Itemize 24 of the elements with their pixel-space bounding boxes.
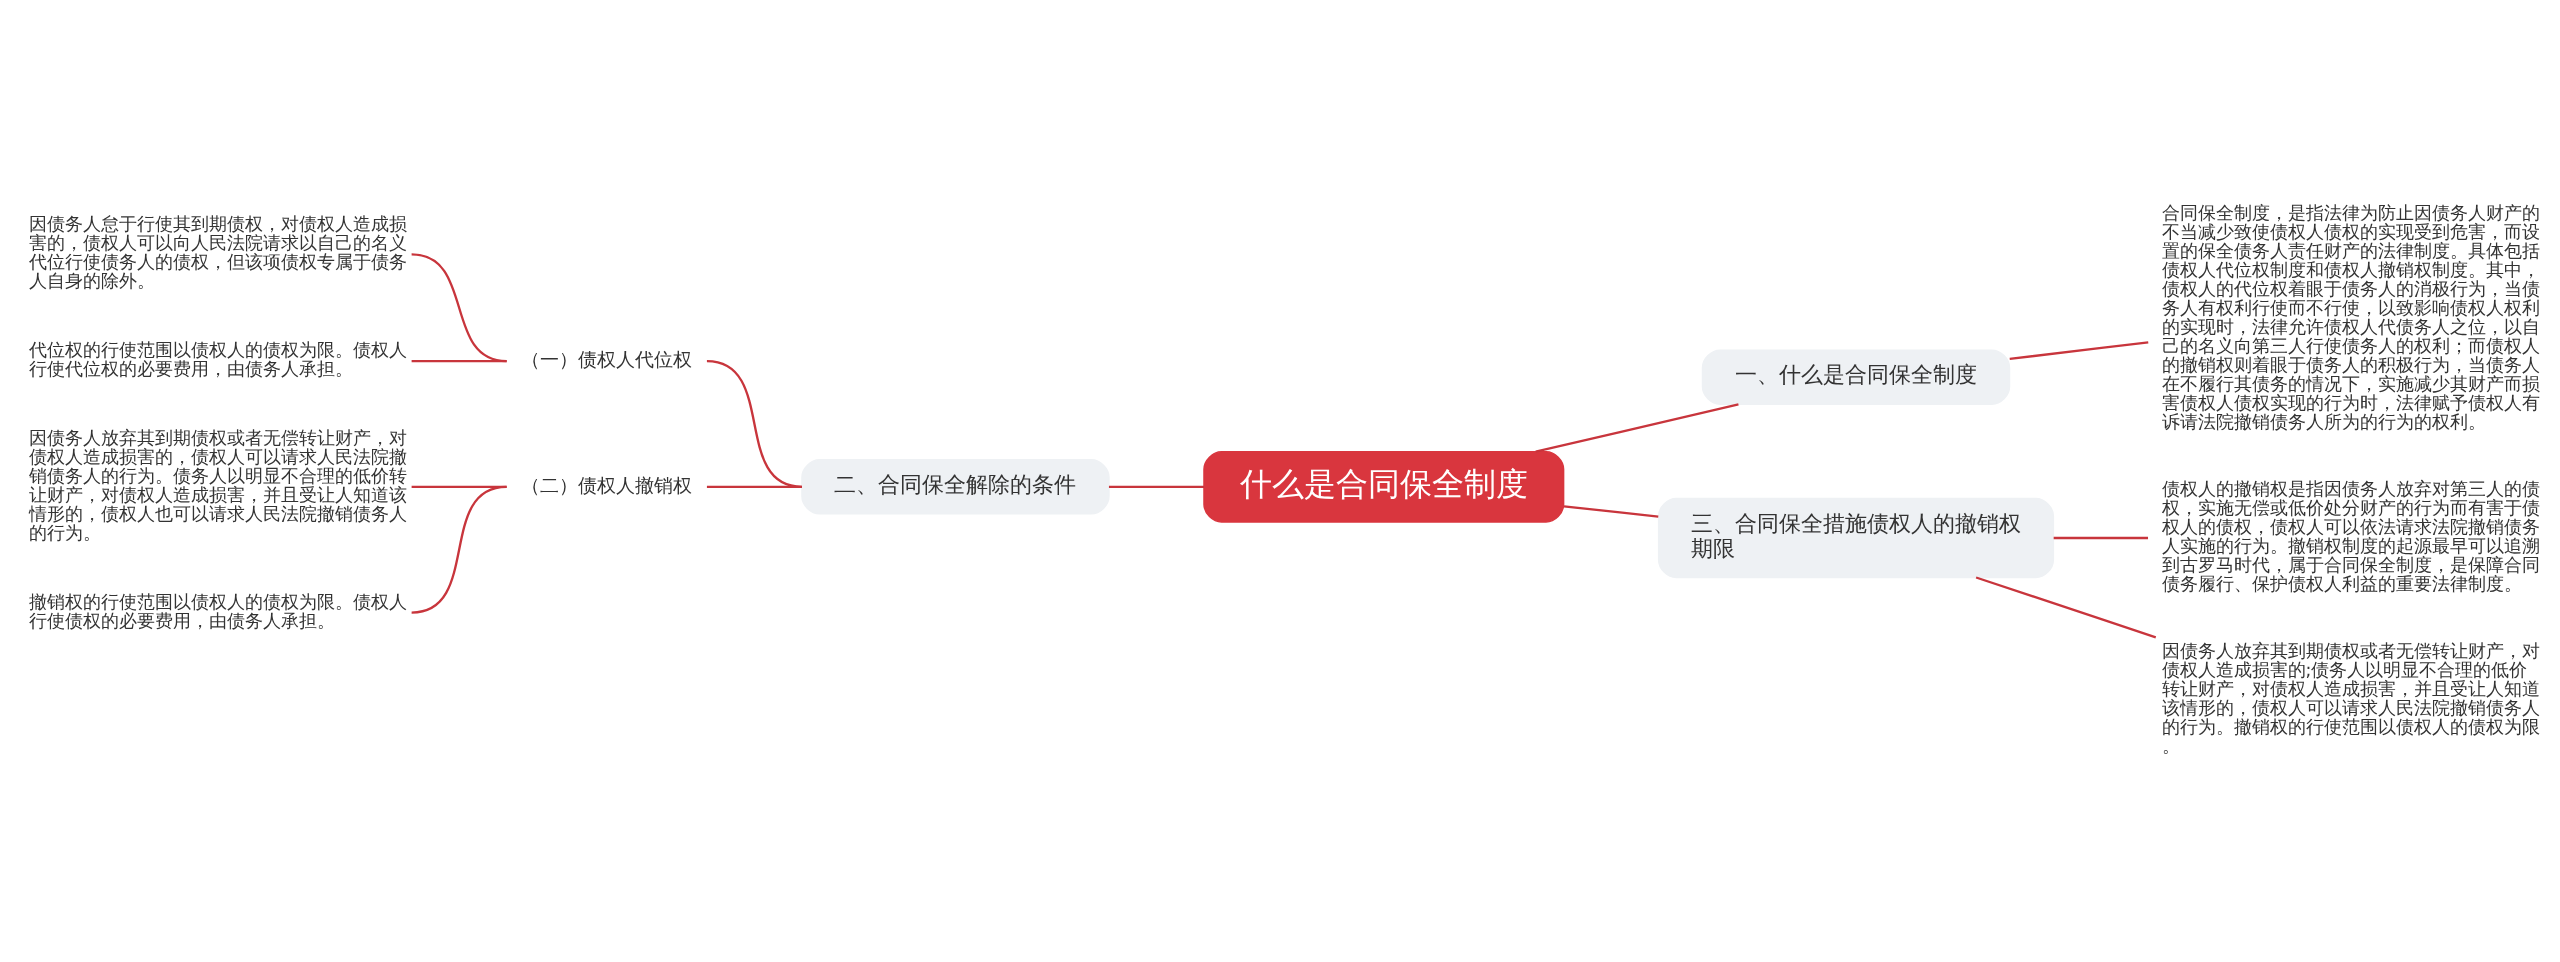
connector (411, 359, 507, 363)
node-box: 二、合同保全解除的条件 (801, 459, 1110, 515)
connector (706, 485, 802, 489)
node-text: （二）债权人撤销权 (521, 473, 693, 496)
connector (1535, 403, 1739, 453)
connector (411, 253, 507, 363)
node-text: 代位权的行使范围以债权人的债权为限。债权人行使代位权的必要费用，由债务人承担。 (28, 340, 407, 380)
node-text: 债权人的撤销权是指因债务人放弃对第三人的债权，实施无偿或低价处分财产的行为而有害于债权人的债权，债权人可以依法请求法院撤销债务人实施的行为。撤销权制度的起源最早可以追溯到古罗马时代，属于合同保全制度，是保障合同债务履行、保护债权人利益的重要法律制度。 (2161, 479, 2540, 595)
connector (411, 485, 507, 614)
connector (1563, 505, 1659, 518)
node-box: 一、什么是合同保全制度 (1701, 349, 2011, 405)
connector (2053, 536, 2148, 540)
connector (2009, 341, 2149, 361)
node-text: 因债务人放弃其到期债权或者无偿转让财产，对债权人造成损害的，债权人可以请求人民法院撤销债务人的行为。债务人以明显不合理的低价转让财产，对债权人造成损害，并且受让人知道该情形的，债权人也可以请求人民法院撤销债务人的行为。 (28, 427, 407, 543)
node-text: 因债务人怠于行使其到期债权，对债权人造成损害的，债权人可以向人民法院请求以自己的名义代位行使债务人的债权，但该项债权专属于债务人自身的除外。 (28, 214, 407, 292)
node-text: 合同保全制度，是指法律为防止因债务人财产的不当减少致使债权人债权的实现受到危害，而设置的保全债务人责任财产的法律制度。具体包括债权人代位权制度和债权人撤销权制度。其中，债权人的代位权着眼于债务人的消极行为，当债务人有权利行使而不行使，以致影响债权人权利的实现时，法律允许债权人代债务人之位，以自己的名义向第三人行使债务人的权利；而债权人的撤销权则着眼于债务人的积极行为，当债务人在不履行其债务的情况下，实施减少其财产而损害债权人债权实现的行为时，法律赋予债权人有诉请法院撤销债务人所为的行为的权利。 (2161, 202, 2540, 432)
node-text: 撤销权的行使范围以债权人的债权为限。债权人行使债权的必要费用，由债务人承担。 (28, 591, 407, 631)
connector (1975, 576, 2157, 639)
connector (706, 359, 803, 488)
node-box: 三、合同保全措施债权人的撤销权期限 (1657, 497, 2055, 579)
node-box: 什么是合同保全制度 (1203, 451, 1565, 523)
node-text: 因债务人放弃其到期债权或者无偿转让财产，对债权人造成损害的;债务人以明显不合理的低价转让财产，对债权人造成损害，并且受让人知道该情形的，债权人可以请求人民法院撤销债务人的行为。撤销权的行使范围以债权人的债权为限。 (2161, 641, 2540, 757)
node-text: （一）债权人代位权 (521, 348, 693, 371)
connector (1108, 485, 1204, 489)
